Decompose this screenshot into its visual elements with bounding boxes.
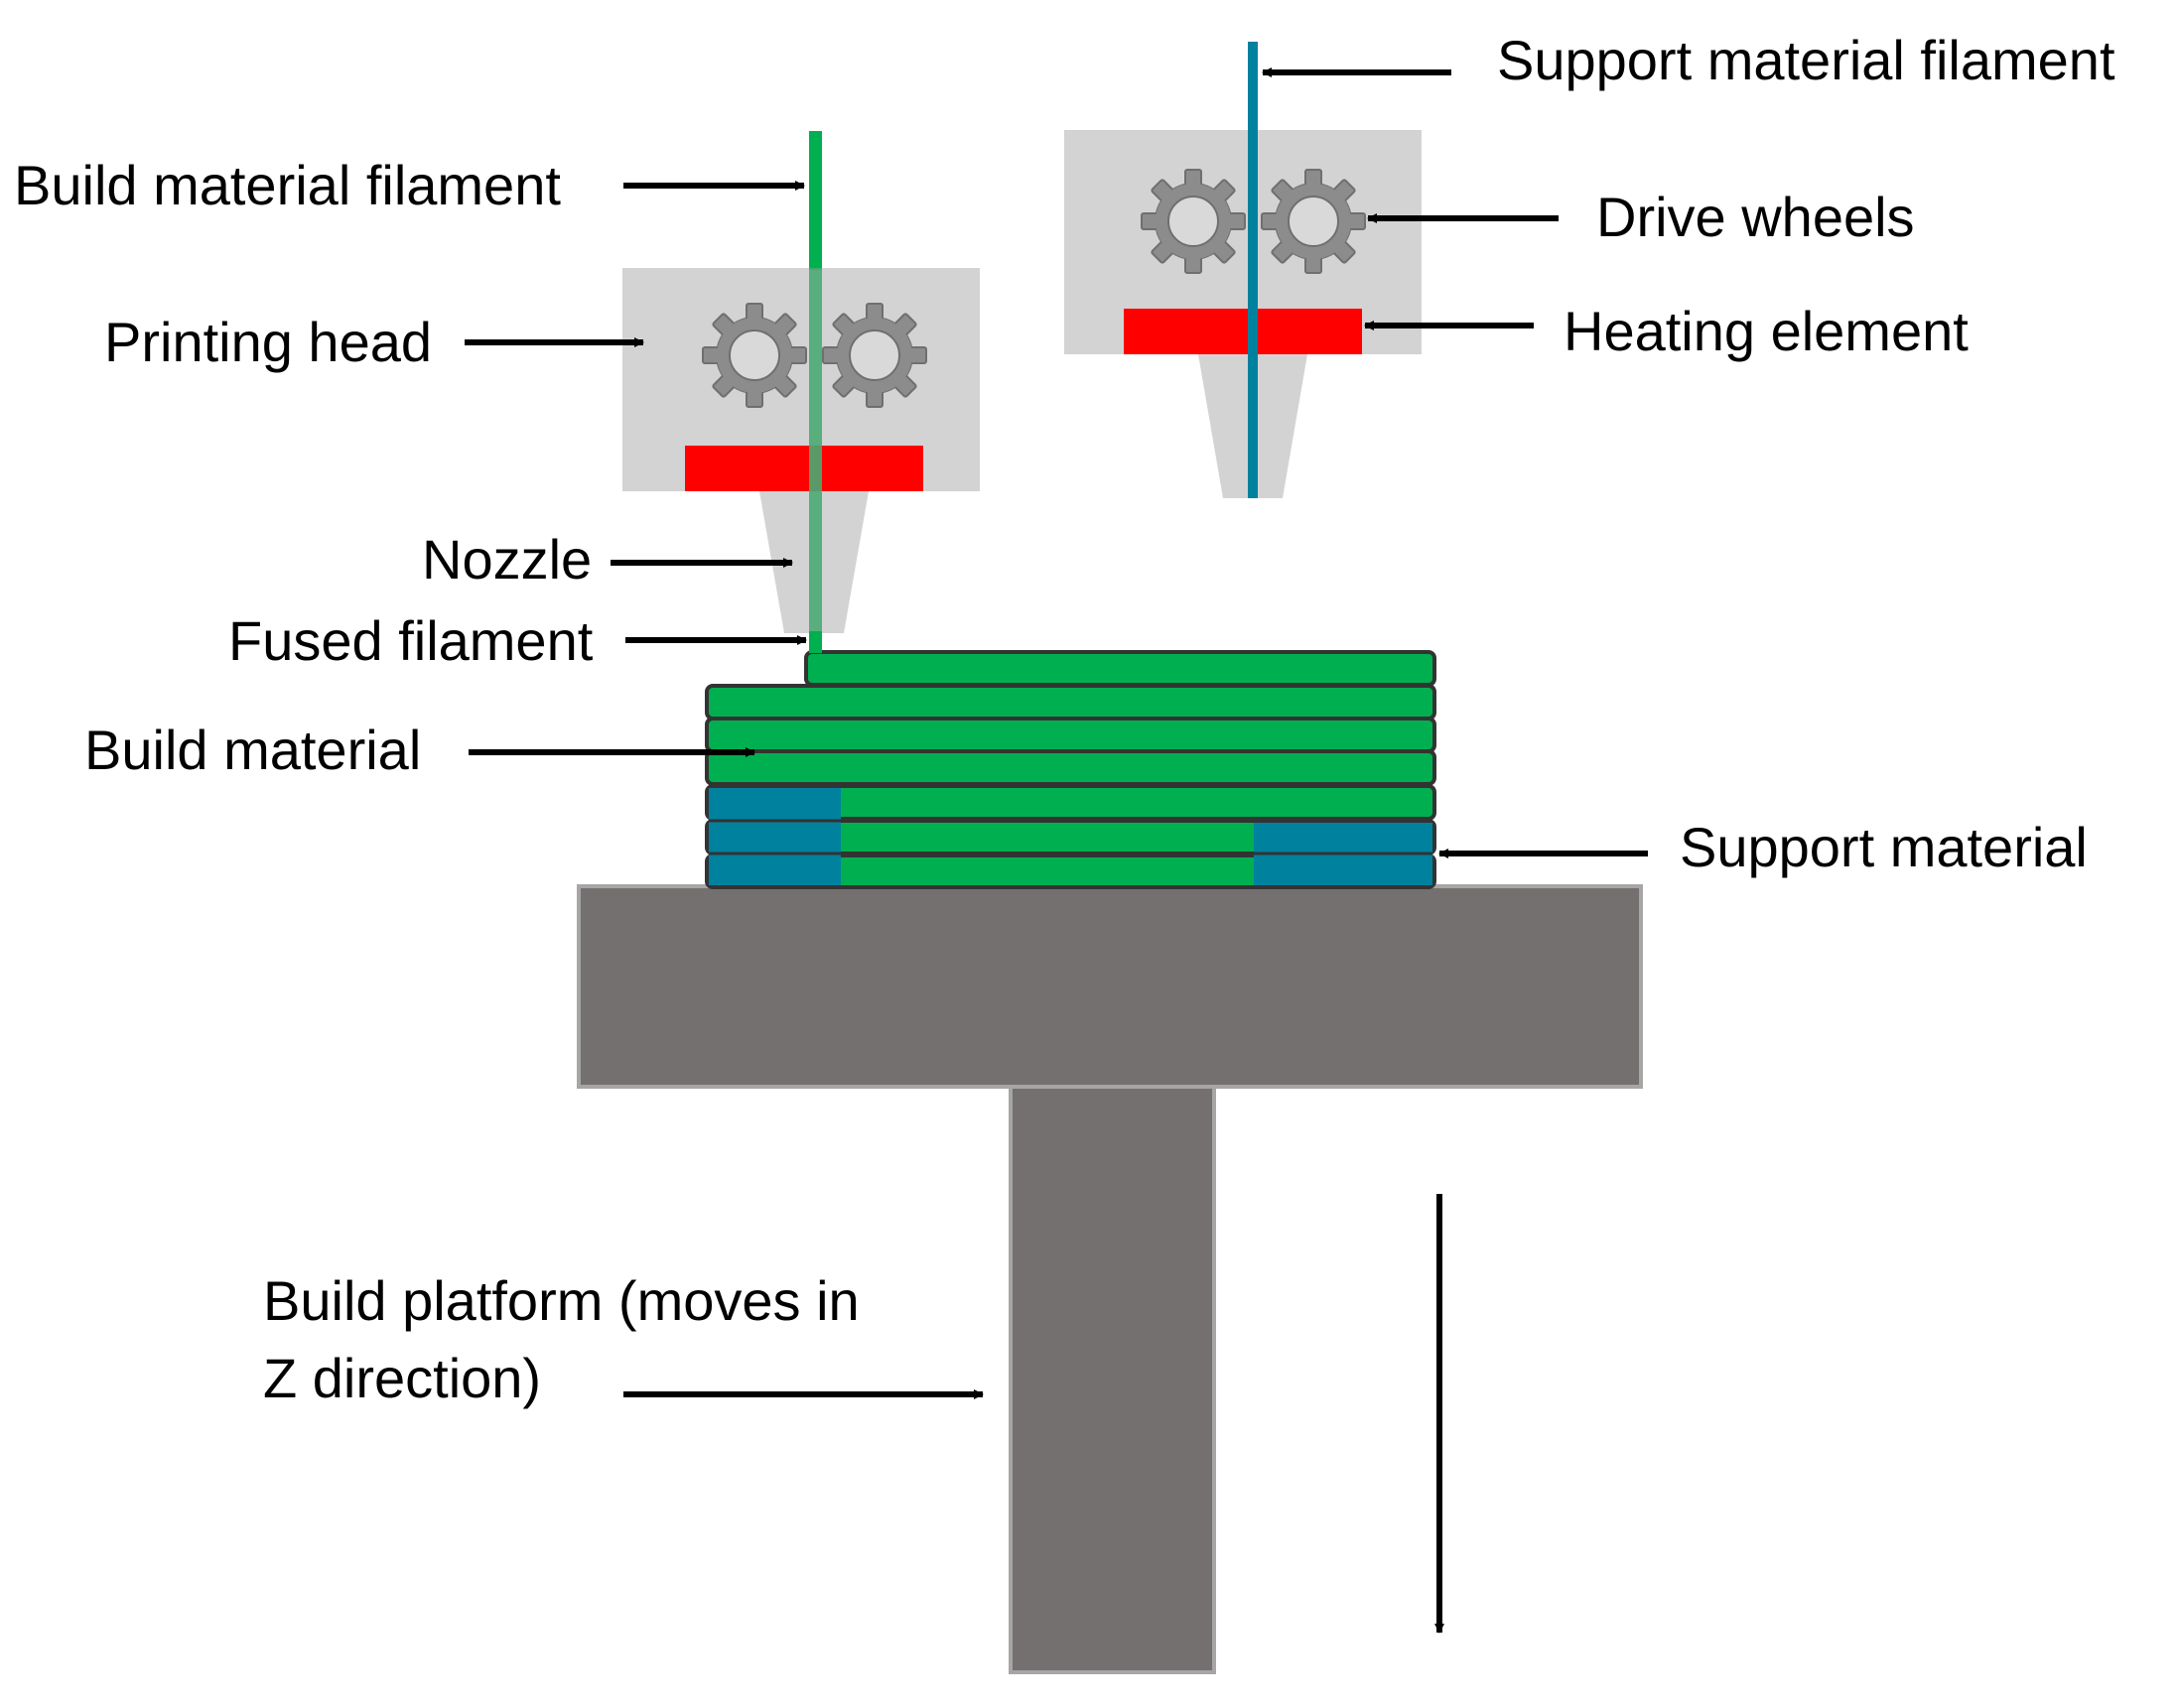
layer-6 [705,684,1436,721]
support-region-left [709,788,841,885]
build-filament-top [809,131,822,270]
label-build-platform-line1: Build platform (moves in [263,1269,860,1332]
label-fused-filament: Fused filament [228,609,594,672]
layer-5 [705,717,1436,753]
label-build-material-filament: Build material filament [14,154,561,216]
build-drive-wheel-left-icon [702,303,807,408]
label-heating-element: Heating element [1564,300,1969,362]
build-heating-element [685,446,923,491]
build-print-head [622,131,980,653]
support-print-head [1064,42,1422,498]
support-filament [1248,42,1258,498]
support-drive-wheel-right-icon [1261,169,1366,274]
support-regions [709,788,1432,885]
build-filament-inside [809,268,822,635]
fused-filament-strand [809,631,822,653]
label-build-material: Build material [84,719,421,781]
support-drive-wheel-left-icon [1141,169,1246,274]
callout-arrows [465,67,1648,1634]
label-support-material: Support material [1680,816,2088,878]
label-printing-head: Printing head [104,311,432,373]
layer-4 [705,749,1436,786]
build-platform-table [577,884,1643,1089]
label-support-material-filament: Support material filament [1497,29,2115,91]
label-build-platform-line2: Z direction) [263,1347,541,1409]
support-heating-element [1124,309,1362,354]
build-platform-stem [1009,1085,1216,1674]
callout-labels: Build material filament Support material… [14,29,2115,1409]
label-nozzle: Nozzle [422,528,592,591]
label-drive-wheels: Drive wheels [1596,186,1915,248]
layer-7-top [804,650,1436,687]
build-stack [705,650,1436,889]
build-drive-wheel-right-icon [822,303,927,408]
